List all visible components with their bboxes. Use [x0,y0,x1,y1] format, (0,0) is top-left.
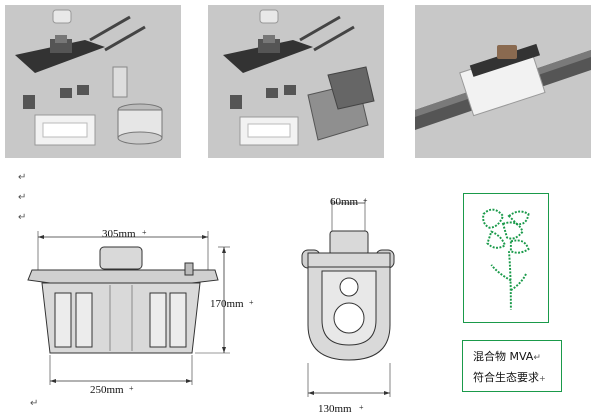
small-mark: + [142,228,147,237]
paragraph-mark: ↵ [30,398,39,409]
caption-line-2: 符合生态要求+ [473,368,555,388]
small-mark: + [359,403,364,412]
small-mark: + [249,298,254,307]
paragraph-mark: ↵ [533,353,541,363]
small-mark: + [363,196,368,205]
photo-kit-components [5,5,181,158]
caption-line-1: 混合物 MVA↵ [473,347,555,368]
front-view-drawing [301,199,395,397]
small-mark: + [129,384,134,393]
photo-kit-gel-bag [208,5,384,158]
caption-mix-label: 混合物 MVA [473,350,534,363]
side-view-drawing [27,231,230,385]
paragraph-mark: + [539,374,546,383]
eco-flower-logo [463,193,549,323]
paragraph-mark: ↵ [18,192,27,203]
dimension-front-width-top: 60mm [330,196,359,208]
photo-assembled-on-pipe [415,5,591,158]
paragraph-mark: ↵ [18,172,27,183]
dimension-side-width-bottom: 250mm [90,384,124,396]
dimension-front-width-bottom: 130mm [318,403,352,415]
dimension-side-height: 170mm [210,298,244,310]
eco-caption-box: 混合物 MVA↵ 符合生态要求+ [462,340,562,392]
dimension-side-width-top: 305mm [102,228,136,240]
paragraph-mark: ↵ [18,212,27,223]
caption-eco-label: 符合生态要求 [473,371,539,384]
